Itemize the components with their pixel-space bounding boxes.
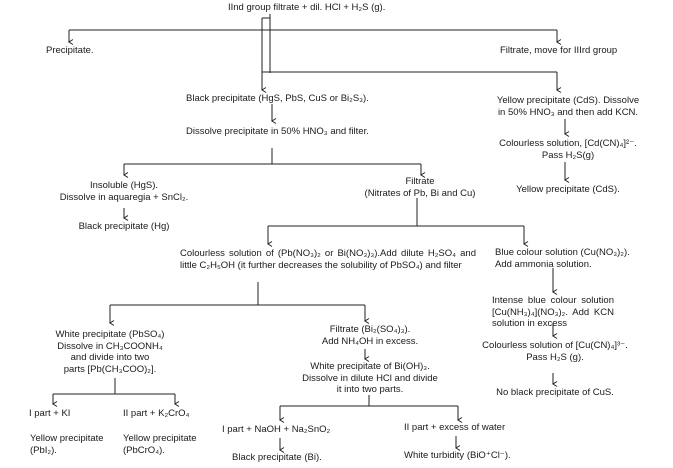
node-bi-oh-line1: White precipitate of Bi(OH)₃. (310, 361, 430, 372)
node-bi-oh-line3: it into two parts. (336, 384, 404, 395)
node-filtrate-iii: Filtrate, move for IIIrd group (500, 45, 618, 56)
node-dissolve-hno3: Dissolve precipitate in 50% HNO₃ and fil… (186, 126, 369, 137)
node-filtrate-nitrates: Filtrate (Nitrates of Pb, Bi and Cu) (340, 176, 500, 199)
node-root: IInd group filtrate + dil. HCl + H₂S (g)… (228, 2, 386, 13)
node-insoluble-line2: Dissolve in aquaregia + SnCl₂. (59, 191, 189, 203)
node-filtrate-bi-line2: Add NH₄OH in excess. (321, 335, 419, 347)
node-pbi2: Yellow precipitate (PbI₂). (30, 433, 104, 456)
node-yellow-cds-line1: Yellow precipitate (CdS). Dissolve (496, 95, 640, 106)
node-cd-cn-line2: Pass H₂S(g) (541, 149, 595, 161)
node-pb-part2: II part + K₂CrO₄ (123, 408, 190, 419)
node-intense-blue: Intense blue colour solution [Cu(NH₃)₄](… (492, 295, 614, 329)
node-black-hg: Black precipitate (Hg) (78, 221, 170, 232)
node-white-pbso4-line3: and divide into two (70, 352, 150, 363)
node-colourless-pb-bi: Colourless solution of (Pb(NO₃)₂ or Bi(N… (180, 248, 476, 271)
node-pbcro4-line1: Yellow precipitate (123, 433, 197, 444)
node-bi-part2: II part + excess of water (404, 422, 506, 433)
node-pbi2-line2: (PbI₂). (30, 444, 57, 456)
node-cu-cn-line2: Pass H₂S (g). (526, 351, 584, 363)
node-blue-cu-line1: Blue colour solution (Cu(NO₃)₂). (495, 247, 630, 258)
node-filtrate-bi-line1: Filtrate (Bi₂(SO₄)₃). (329, 324, 411, 335)
node-pbcro4-line2: (PbCrO₄). (123, 444, 165, 456)
node-white-pbso4-line2: Dissolve in CH₃COONH₄ (57, 340, 163, 352)
node-bi-oh: White precipitate of Bi(OH)₃. Dissolve i… (295, 361, 445, 396)
node-filtrate-line1: Filtrate (405, 176, 435, 187)
node-black-precipitate: Black precipitate (HgS, PbS, CuS or Bi₂S… (186, 93, 369, 104)
node-yellow-cds: Yellow precipitate (CdS). Dissolve in 50… (485, 95, 651, 118)
node-no-cus: No black precipitate of CuS. (496, 387, 614, 398)
node-bi-part1: I part + NaOH + Na₂SnO₂ (222, 424, 331, 435)
node-white-pbso4-line4: parts [Pb(CH₃COO)₂]. (63, 363, 157, 375)
node-cu-cn-line1: Colourless solution of [Cu(CN)₄]³⁻. (482, 340, 628, 351)
node-cu-cn: Colourless solution of [Cu(CN)₄]³⁻. Pass… (480, 340, 630, 363)
node-blue-cu: Blue colour solution (Cu(NO₃)₂). Add amm… (495, 247, 630, 270)
node-pbcro4: Yellow precipitate (PbCrO₄). (123, 433, 197, 456)
node-yellow-cds-line2: in 50% HNO₃ and then add KCN. (497, 106, 639, 118)
node-insoluble-hgs: Insoluble (HgS). Dissolve in aquaregia +… (44, 180, 204, 203)
node-cd-cn: Colourless solution, [Cd(CN)₄]²⁻. Pass H… (485, 138, 651, 161)
node-pbi2-line1: Yellow precipitate (30, 433, 104, 444)
node-pb-part1: I part + KI (29, 408, 71, 419)
node-yellow-cds-final: Yellow precipitate (CdS). (516, 184, 620, 195)
node-insoluble-line1: Insoluble (HgS). (89, 180, 159, 191)
node-precipitate: Precipitate. (46, 45, 94, 56)
node-white-pbso4-line1: White precipitate (PbSO₄) (55, 329, 165, 340)
node-blue-cu-line2: Add ammonia solution. (495, 258, 592, 270)
node-filtrate-bi: Filtrate (Bi₂(SO₄)₃). Add NH₄OH in exces… (300, 324, 440, 347)
node-filtrate-line2: (Nitrates of Pb, Bi and Cu) (364, 187, 476, 199)
node-bi-oh-line2: Dissolve in dilute HCl and divide (302, 372, 438, 384)
node-black-bi: Black precipitate (Bi). (232, 452, 322, 463)
node-white-pbso4: White precipitate (PbSO₄) Dissolve in CH… (40, 329, 180, 375)
node-white-turbidity: White turbidity (BiO⁺Cl⁻). (404, 450, 511, 461)
node-cd-cn-line1: Colourless solution, [Cd(CN)₄]²⁻. (499, 138, 637, 149)
